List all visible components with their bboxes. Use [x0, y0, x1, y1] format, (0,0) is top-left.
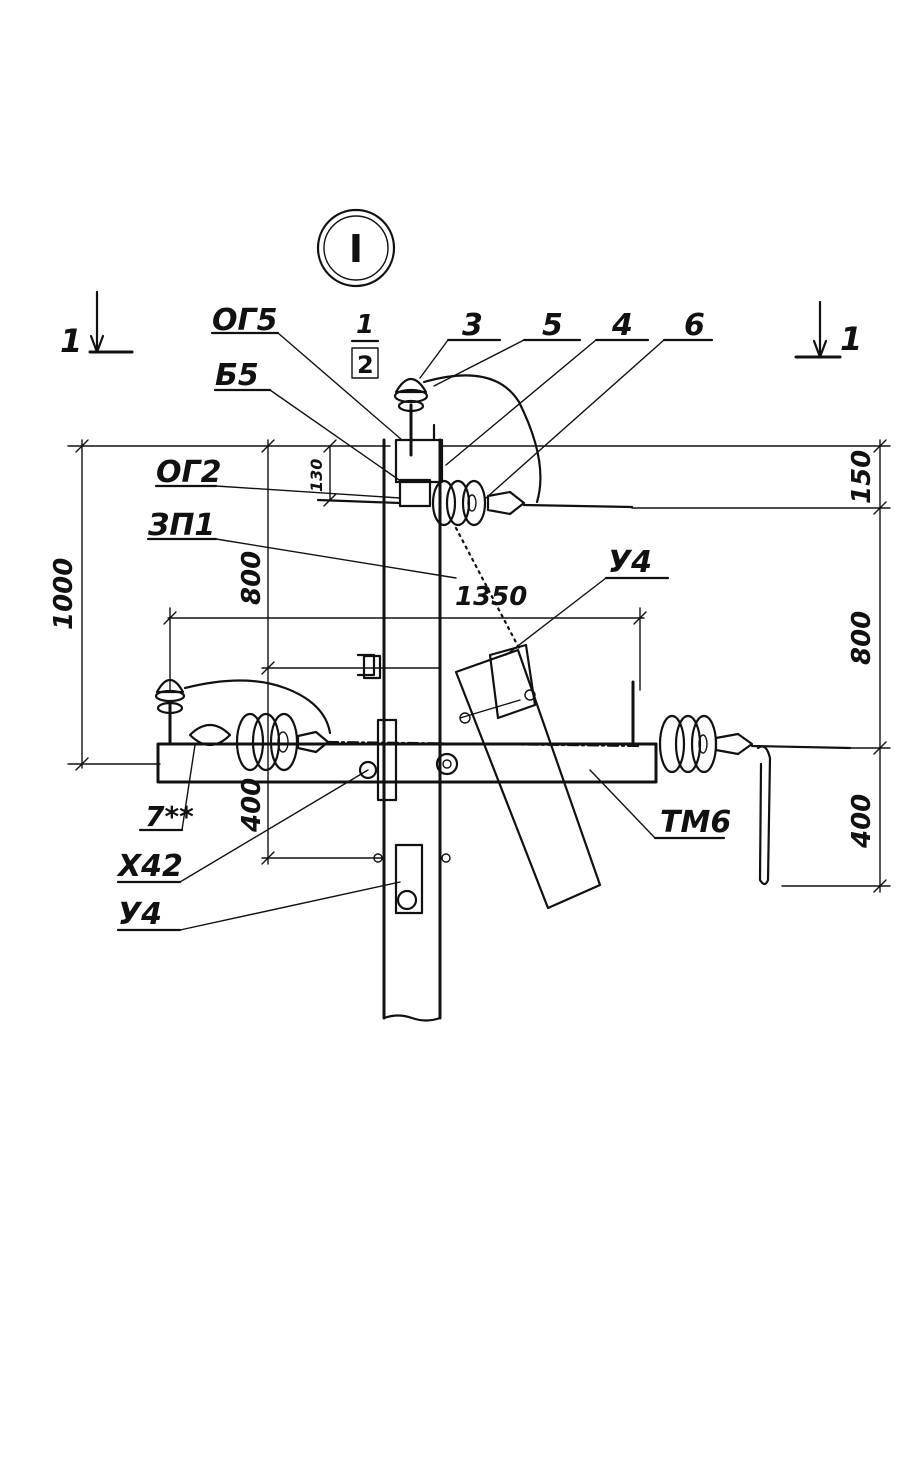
- label-pos3: 3: [462, 308, 483, 343]
- pole-clamp-upper: [261, 653, 441, 680]
- label-tm6: ТМ6: [660, 805, 731, 840]
- dim-150: 150: [847, 450, 877, 504]
- dim-800-right: 800: [847, 611, 877, 665]
- leader-lines: [116, 331, 726, 932]
- node-marker-label: I: [349, 227, 363, 271]
- pole-clamp-lower: [373, 843, 451, 915]
- dimension-lines: [67, 439, 891, 893]
- dim-400-right: 400: [847, 794, 877, 849]
- dim-1350: 1350: [455, 582, 527, 612]
- section-mark-left: 1: [60, 290, 134, 360]
- dim-1000: 1000: [49, 558, 79, 630]
- label-pos5: 5: [542, 308, 563, 343]
- label-pos4: 4: [611, 308, 633, 343]
- lower-right-strain: [631, 680, 852, 886]
- label-pos6: 6: [684, 308, 705, 343]
- section-right-label: 1: [840, 320, 862, 358]
- lower-pin-insulator: [154, 678, 186, 746]
- lower-jumper-wire: [183, 679, 332, 735]
- label-og2: ОГ2: [156, 455, 222, 490]
- label-y4-lower: У4: [118, 897, 162, 932]
- lower-left-strain: [188, 712, 642, 772]
- dimension-labels: 1000 800 400 130 1350 150 800 400: [49, 450, 877, 849]
- top-pin-insulator: [393, 377, 444, 508]
- lower-cross-arm: [156, 718, 658, 802]
- top-strain-assembly: [316, 479, 634, 527]
- node-marker: I: [316, 208, 396, 288]
- label-zp1: ЗП1: [147, 508, 215, 543]
- pole: [382, 438, 442, 1022]
- dim-800-left: 800: [237, 551, 267, 605]
- top-jumper-wire: [422, 374, 542, 504]
- part-labels: ОГ5 Б5 ОГ2 ЗП1 3 5 4 6 У4 ТМ6 Х42 У4 7**: [116, 303, 731, 932]
- section-left-label: 1: [60, 322, 82, 360]
- section-mark-right: 1: [794, 300, 862, 359]
- label-b5: Б5: [215, 358, 259, 393]
- label-x42: Х42: [116, 849, 183, 884]
- label-y4-upper: У4: [608, 545, 652, 580]
- fraction-label: 1 2: [350, 310, 380, 379]
- fraction-denominator: 2: [357, 351, 374, 379]
- label-og5: ОГ5: [212, 303, 278, 338]
- inclined-strut: [454, 643, 602, 910]
- dim-130: 130: [307, 459, 326, 492]
- fraction-numerator: 1: [356, 310, 374, 340]
- dim-400-left: 400: [237, 778, 267, 833]
- label-item7: 7**: [145, 800, 194, 833]
